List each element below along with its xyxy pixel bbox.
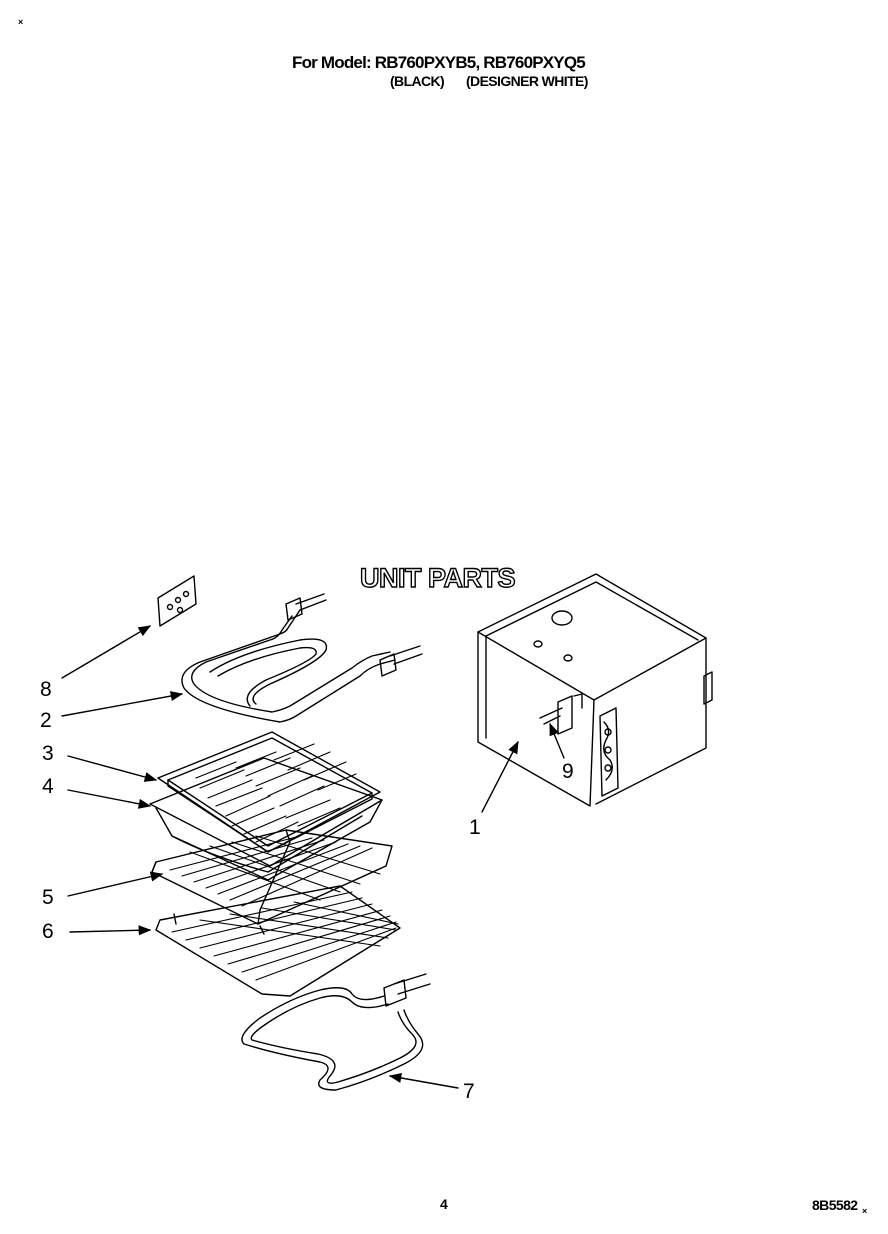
leader-lines [61,625,565,1089]
callout-4: 4 [42,775,54,798]
corner-mark: × [18,17,24,27]
section-title: UNIT PARTS [359,562,516,593]
callout-9: 9 [562,760,574,783]
callout-3: 3 [42,742,54,765]
callout-5: 5 [42,886,54,909]
part-oven-rack-upper [151,829,393,925]
part-oven-rack-lower [155,885,401,997]
part-broil-element [181,593,423,723]
callout-7: 7 [463,1080,475,1103]
document-code: 8B5582 [812,1197,858,1213]
model-line: For Model: RB760PXYB5, RB760PXYQ5 [292,53,586,72]
part-broiler-pan [149,757,383,881]
corner-mark-footer: × [862,1206,868,1216]
callout-6: 6 [42,920,54,943]
part-bake-element [241,973,431,1091]
callout-8: 8 [40,678,52,701]
callout-2: 2 [40,709,52,732]
callout-1: 1 [469,816,481,839]
page-number: 4 [440,1196,448,1212]
variant-white-label: (DESIGNER WHITE) [466,73,588,89]
part-oven-cavity [477,573,713,807]
variant-black-label: (BLACK) [390,73,445,89]
part-terminal-block [157,575,197,627]
